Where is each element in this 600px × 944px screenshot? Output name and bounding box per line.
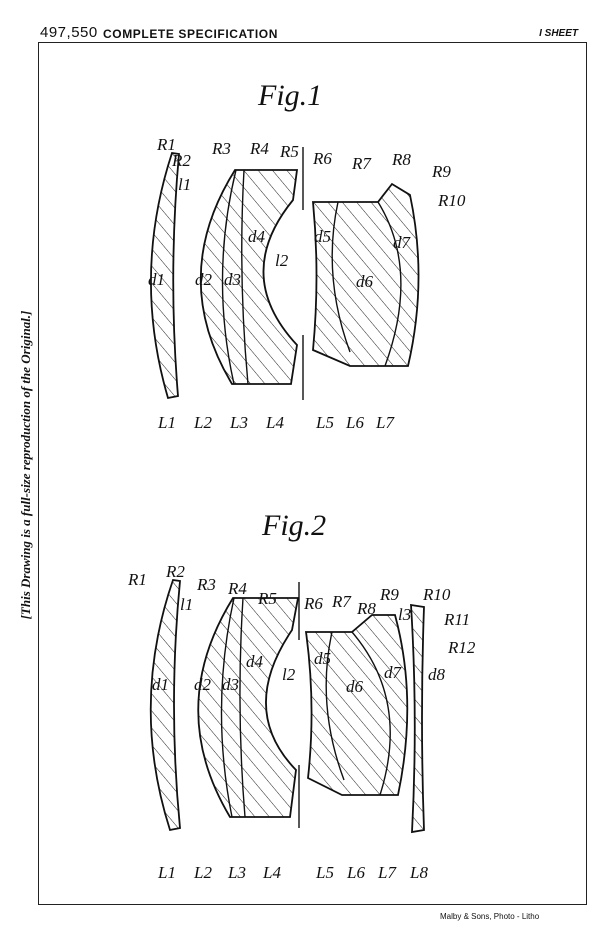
label-L7: L7 xyxy=(377,863,397,882)
lens-L8 xyxy=(410,603,425,834)
surface-R7 xyxy=(325,631,345,781)
surface-R4 xyxy=(221,169,237,385)
label-R11: R11 xyxy=(443,610,470,629)
lens-L1 xyxy=(150,152,180,400)
label-R7: R7 xyxy=(351,154,372,173)
label-d7: d7 xyxy=(384,663,403,682)
figure-2-labels: R1 R2 l1 R3 R4 R5 R6 R7 R8 R9 l3 R10 R11… xyxy=(127,562,476,882)
label-d4: d4 xyxy=(248,227,266,246)
label-L3: L3 xyxy=(229,413,248,432)
label-R12: R12 xyxy=(447,638,476,657)
label-R5: R5 xyxy=(257,589,277,608)
label-d1: d1 xyxy=(152,675,169,694)
label-R6: R6 xyxy=(303,594,323,613)
label-R5: R5 xyxy=(279,142,299,161)
label-R1: R1 xyxy=(127,570,147,589)
label-R6: R6 xyxy=(312,149,332,168)
label-L4: L4 xyxy=(262,863,281,882)
label-R8: R8 xyxy=(391,150,411,169)
label-L6: L6 xyxy=(346,863,365,882)
figure-1-labels: R1 R2 l1 R3 R4 R5 R6 R7 R8 R9 R10 d1 d2 … xyxy=(148,135,466,432)
label-d7: d7 xyxy=(393,233,412,252)
lens-group-L2-L4 xyxy=(199,169,299,385)
label-l1: l1 xyxy=(180,595,193,614)
label-d3: d3 xyxy=(224,270,241,289)
label-d3: d3 xyxy=(222,675,239,694)
label-L5: L5 xyxy=(315,413,334,432)
lens-group-L2-L4 xyxy=(197,597,300,818)
label-L8: L8 xyxy=(409,863,428,882)
label-d5: d5 xyxy=(314,227,331,246)
label-R3: R3 xyxy=(196,575,216,594)
label-d6: d6 xyxy=(356,272,374,291)
specification-title: COMPLETE SPECIFICATION xyxy=(103,27,278,41)
label-R1: R1 xyxy=(156,135,176,154)
figure-1: Fig.1 R1 R2 l1 R3 R4 R5 R6 R7 R8 R9 R10 xyxy=(148,79,466,432)
drawing-frame xyxy=(38,42,587,905)
surface-R9 xyxy=(377,201,402,367)
figure-2: Fig.2 R1 R2 l1 R3 R4 R5 R6 R7 R8 R9 xyxy=(127,509,476,882)
label-R10: R10 xyxy=(422,585,451,604)
label-R9: R9 xyxy=(431,162,451,181)
label-L5: L5 xyxy=(315,863,334,882)
label-L6: L6 xyxy=(345,413,364,432)
label-R7: R7 xyxy=(331,592,352,611)
label-l2: l2 xyxy=(282,665,296,684)
label-d8: d8 xyxy=(428,665,446,684)
figure-2-title: Fig.2 xyxy=(261,509,326,542)
label-R3: R3 xyxy=(211,139,231,158)
label-L7: L7 xyxy=(375,413,395,432)
label-l1: l1 xyxy=(178,175,191,194)
label-L2: L2 xyxy=(193,863,212,882)
label-L4: L4 xyxy=(265,413,284,432)
label-R4: R4 xyxy=(249,139,269,158)
label-L1: L1 xyxy=(157,413,176,432)
label-d2: d2 xyxy=(195,270,213,289)
printer-credit: Malby & Sons, Photo - Litho xyxy=(440,912,540,921)
label-d2: d2 xyxy=(194,675,212,694)
surface-R5 xyxy=(241,169,249,385)
label-R4: R4 xyxy=(227,579,247,598)
sheet-count: I SHEET xyxy=(539,28,578,39)
label-L3: L3 xyxy=(227,863,246,882)
label-R9: R9 xyxy=(379,585,399,604)
label-d4: d4 xyxy=(246,652,264,671)
lens-L1 xyxy=(149,579,181,832)
label-d6: d6 xyxy=(346,677,364,696)
label-d5: d5 xyxy=(314,649,331,668)
label-l2: l2 xyxy=(275,251,289,270)
surface-R7 xyxy=(331,201,351,353)
surface-R4 xyxy=(220,597,235,818)
label-L1: L1 xyxy=(157,863,176,882)
label-R10: R10 xyxy=(437,191,466,210)
patent-number: 497,550 xyxy=(40,24,98,41)
label-d1: d1 xyxy=(148,270,165,289)
surface-R9 xyxy=(351,631,391,796)
figure-1-title: Fig.1 xyxy=(257,79,322,112)
label-L2: L2 xyxy=(193,413,212,432)
label-R2: R2 xyxy=(165,562,185,581)
lens-group-L5-L7 xyxy=(304,614,409,796)
label-R2: R2 xyxy=(171,151,191,170)
label-l3: l3 xyxy=(398,605,411,624)
label-R8: R8 xyxy=(356,599,376,618)
surface-R5 xyxy=(239,597,246,818)
